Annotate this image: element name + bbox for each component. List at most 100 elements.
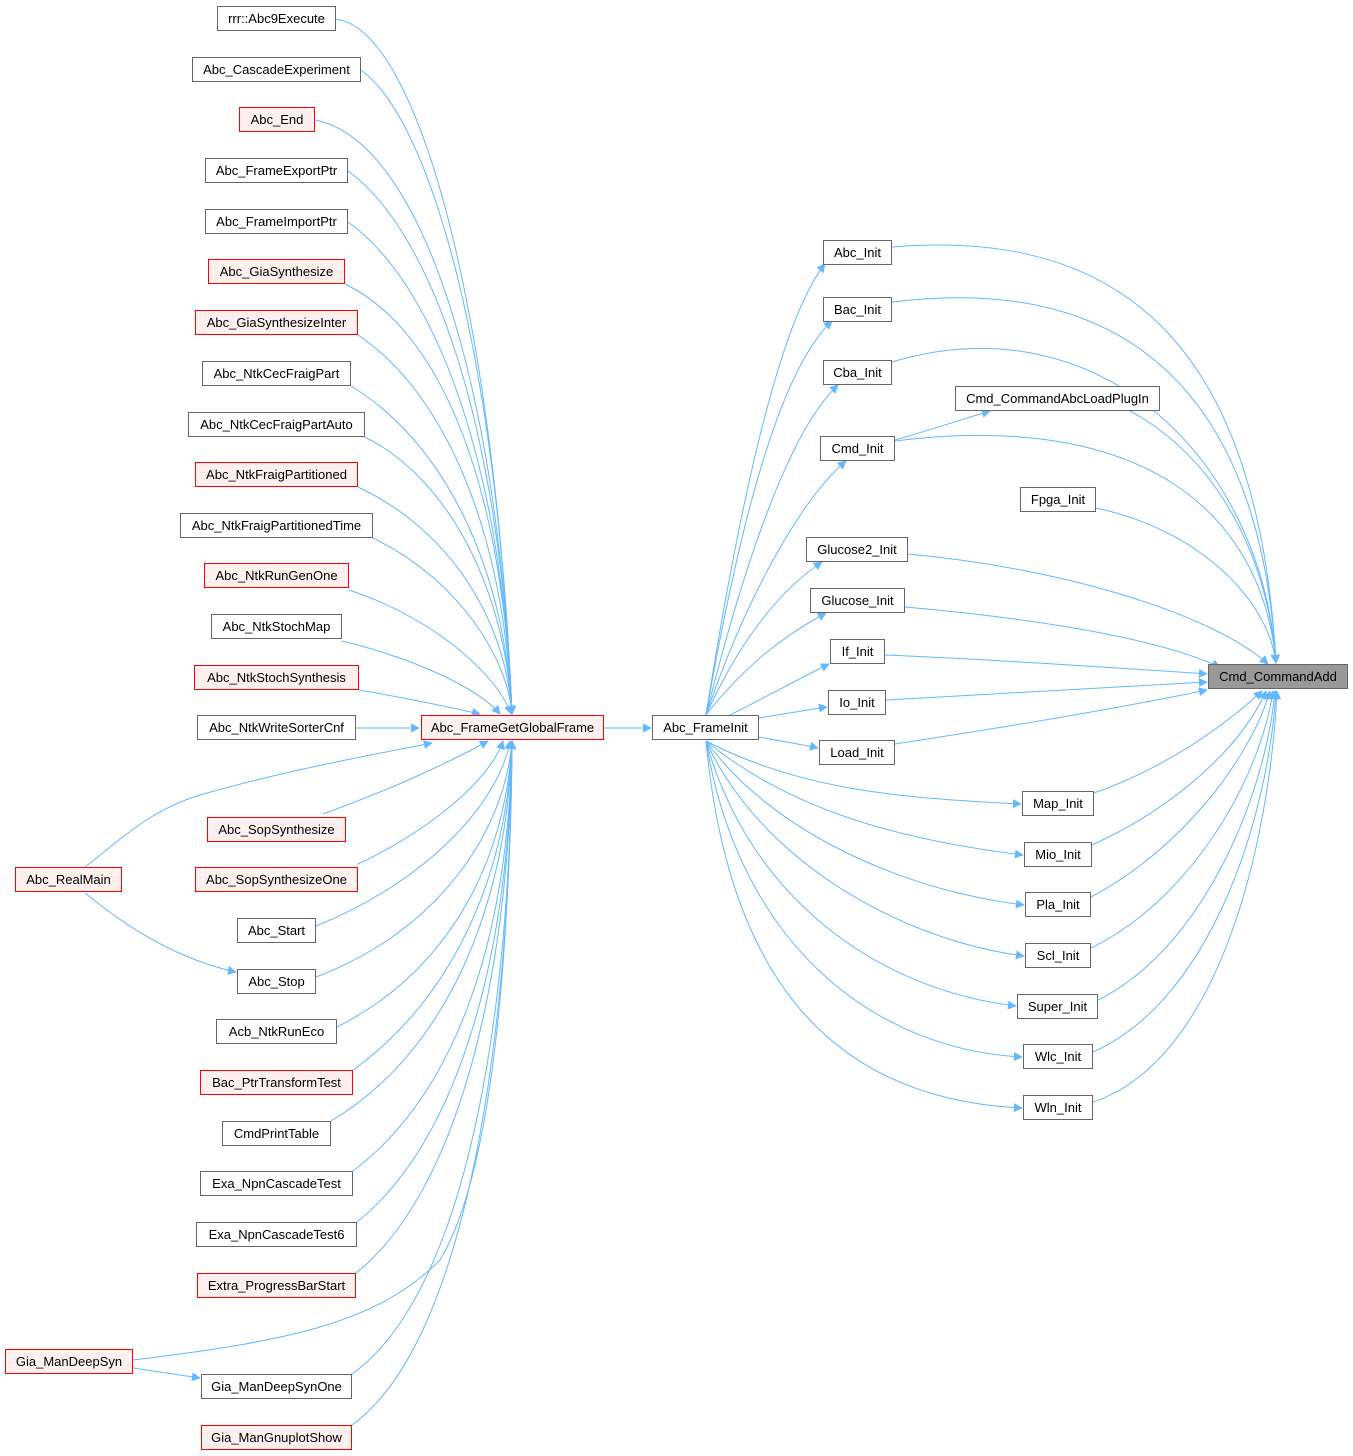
- e-mioinit-add: [1091, 690, 1267, 846]
- e-ntkrungenone: [348, 589, 513, 715]
- e-ntkcecfraigpartauto: [364, 436, 517, 715]
- node-sop-synthesize[interactable]: Abc_SopSynthesize: [207, 817, 346, 842]
- node-cba-init[interactable]: Cba_Init: [823, 360, 892, 385]
- node-abc-init[interactable]: Abc_Init: [823, 240, 892, 265]
- node-mio-init[interactable]: Mio_Init: [1024, 842, 1092, 867]
- node-gia-man-deep-syn[interactable]: Gia_ManDeepSyn: [5, 1349, 133, 1374]
- e-fi-ioinit: [758, 703, 828, 719]
- node-wlc-init[interactable]: Wlc_Init: [1023, 1044, 1093, 1069]
- e-cmdprinttable: [330, 740, 517, 1122]
- node-cascade-experiment[interactable]: Abc_CascadeExperiment: [192, 57, 361, 82]
- e-plainit-add: [1090, 690, 1273, 898]
- node-acb-ntk-run-eco[interactable]: Acb_NtkRunEco: [216, 1019, 337, 1044]
- e-fi-ifinit: [729, 663, 830, 716]
- node-extra-progress-bar-start[interactable]: Extra_ProgressBarStart: [197, 1273, 356, 1298]
- node-gia-man-gnuplot-show[interactable]: Gia_ManGnuplotShow: [201, 1425, 352, 1450]
- node-frame-import-ptr[interactable]: Abc_FrameImportPtr: [205, 209, 348, 234]
- e-exanpncascade6: [356, 740, 517, 1223]
- e-fi-sclinit: [705, 740, 1025, 960]
- e-glucose2init-add: [907, 553, 1269, 665]
- node-ntk-stoch-synthesis[interactable]: Abc_NtkStochSynthesis: [194, 665, 359, 690]
- e-abcstop: [315, 740, 516, 978]
- e-sopsynthone: [357, 740, 505, 865]
- node-abc-end[interactable]: Abc_End: [239, 107, 315, 132]
- e-wlninit-add: [1092, 690, 1282, 1103]
- node-frame-init[interactable]: Abc_FrameInit: [652, 715, 759, 740]
- e-frameexportptr: [347, 170, 517, 715]
- e-exanpncascade: [352, 740, 517, 1172]
- node-exa-npn-cascade-test[interactable]: Exa_NpnCascadeTest: [200, 1171, 353, 1196]
- node-bac-init[interactable]: Bac_Init: [823, 297, 892, 322]
- e-cbainit-add: [891, 347, 1280, 664]
- e-giadeepsynone: [351, 740, 517, 1375]
- e-ifinit-add: [884, 654, 1208, 678]
- node-ntk-run-gen-one[interactable]: Abc_NtkRunGenOne: [204, 563, 349, 588]
- node-glucose2-init[interactable]: Glucose2_Init: [806, 537, 908, 562]
- e-abcinit-add: [891, 244, 1281, 664]
- node-gia-man-deep-syn-one[interactable]: Gia_ManDeepSynOne: [201, 1374, 352, 1399]
- e-extraprogress: [355, 740, 517, 1274]
- node-fpga-init[interactable]: Fpga_Init: [1020, 487, 1096, 512]
- e-plugin-add: [1129, 410, 1280, 664]
- node-cmd-command-abc-load-plugin[interactable]: Cmd_CommandAbcLoadPlugIn: [955, 386, 1160, 411]
- node-super-init[interactable]: Super_Init: [1017, 994, 1098, 1019]
- node-pla-init[interactable]: Pla_Init: [1025, 892, 1091, 917]
- node-glucose-init[interactable]: Glucose_Init: [810, 588, 905, 613]
- e-fi-glucose2init: [705, 561, 823, 716]
- node-sop-synthesize-one[interactable]: Abc_SopSynthesizeOne: [195, 867, 358, 892]
- node-gia-synthesize-inter[interactable]: Abc_GiaSynthesizeInter: [195, 310, 358, 335]
- node-io-init[interactable]: Io_Init: [828, 690, 886, 715]
- e-sopsynth: [322, 740, 489, 815]
- node-ntk-fraig-partitioned-time[interactable]: Abc_NtkFraigPartitionedTime: [180, 513, 373, 538]
- e-realmain-global: [84, 740, 433, 868]
- node-ntk-cec-fraig-part-auto[interactable]: Abc_NtkCecFraigPartAuto: [188, 412, 365, 437]
- e-abcstart: [315, 740, 514, 927]
- node-load-init[interactable]: Load_Init: [819, 740, 895, 765]
- e-ioinit-add: [885, 678, 1208, 701]
- node-scl-init[interactable]: Scl_Init: [1025, 943, 1091, 968]
- e-giagnuplot: [351, 740, 517, 1426]
- node-abc9execute[interactable]: rrr::Abc9Execute: [217, 6, 336, 31]
- node-ntk-cec-fraig-part[interactable]: Abc_NtkCecFraigPart: [202, 361, 351, 386]
- node-frame-get-global-frame[interactable]: Abc_FrameGetGlobalFrame: [421, 715, 604, 740]
- node-gia-synthesize[interactable]: Abc_GiaSynthesize: [208, 259, 345, 284]
- node-map-init[interactable]: Map_Init: [1022, 791, 1094, 816]
- node-ntk-stoch-map[interactable]: Abc_NtkStochMap: [211, 614, 342, 639]
- node-cmd-print-table[interactable]: CmdPrintTable: [222, 1121, 331, 1146]
- e-abc9execute: [335, 18, 517, 715]
- e-giasynthinter: [357, 334, 517, 715]
- e-fpgainit-add: [1095, 507, 1280, 664]
- node-abc-start[interactable]: Abc_Start: [237, 918, 316, 943]
- e-cmdinit-plugin: [894, 409, 991, 441]
- node-bac-ptr-transform-test[interactable]: Bac_PtrTransformTest: [200, 1070, 353, 1095]
- e-fi-mioinit: [705, 740, 1024, 859]
- e-fi-cbainit: [705, 384, 839, 716]
- e-fi-loadinit: [758, 736, 819, 751]
- e-fi-glucoseinit: [705, 612, 827, 716]
- e-fi-mapinit: [705, 740, 1022, 809]
- node-abc-real-main[interactable]: Abc_RealMain: [15, 867, 122, 892]
- e-fi-plainit: [705, 740, 1025, 909]
- node-frame-export-ptr[interactable]: Abc_FrameExportPtr: [205, 158, 348, 183]
- e-giasynth: [344, 283, 517, 715]
- node-if-init[interactable]: If_Init: [830, 639, 885, 664]
- node-cmd-command-add: Cmd_CommandAdd: [1208, 664, 1348, 689]
- e-fi-bacinit: [705, 320, 833, 716]
- e-wlcinit-add: [1092, 690, 1280, 1053]
- e-ntkfraigparttime: [372, 537, 516, 715]
- node-ntk-fraig-partitioned[interactable]: Abc_NtkFraigPartitioned: [195, 462, 358, 487]
- e-fi-superinit: [705, 740, 1017, 1010]
- node-wln-init[interactable]: Wln_Init: [1023, 1095, 1093, 1120]
- e-ntkstochmap: [341, 640, 501, 715]
- e-glucoseinit-add: [904, 606, 1221, 668]
- e-superinit-add: [1097, 690, 1279, 1001]
- node-ntk-write-sorter-cnf[interactable]: Abc_NtkWriteSorterCnf: [197, 715, 356, 740]
- e-fi-abcinit: [705, 263, 826, 716]
- node-abc-stop[interactable]: Abc_Stop: [237, 969, 316, 994]
- e-cmdinit-add: [894, 434, 1280, 664]
- e-acbntkruneco: [336, 740, 517, 1028]
- node-exa-npn-cascade-test6[interactable]: Exa_NpnCascadeTest6: [196, 1222, 357, 1247]
- node-cmd-init[interactable]: Cmd_Init: [820, 436, 895, 461]
- e-mapinit-add: [1093, 690, 1263, 794]
